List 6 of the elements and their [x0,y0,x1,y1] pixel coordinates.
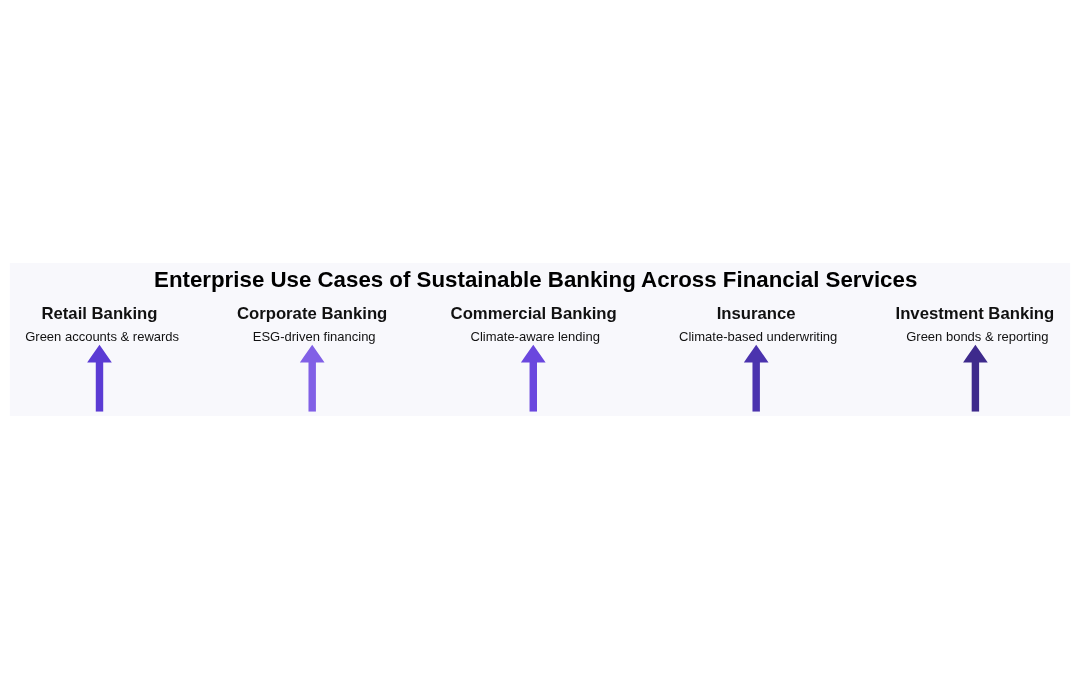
node-text: Investment Banking Green bonds & reporting [895,303,1055,344]
node-text: Retail Banking Green accounts & rewards [25,303,180,344]
node-text: Insurance Climate-based underwriting [679,303,838,344]
node-text: Commercial Banking Climate-aware lending [450,303,617,344]
diagram-title: Enterprise Use Cases of Sustainable Banking Across Financial Services [154,267,918,293]
node-text: Corporate Banking ESG-driven financing [236,303,388,344]
